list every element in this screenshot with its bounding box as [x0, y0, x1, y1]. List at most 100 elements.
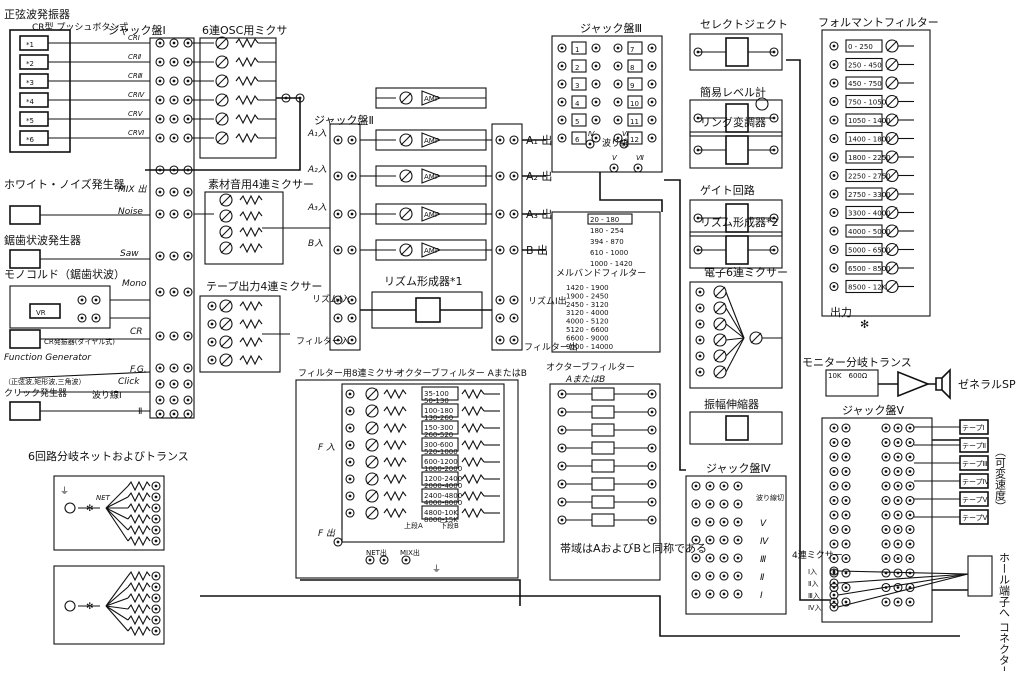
- jack-pin: [158, 41, 162, 45]
- octave-filter-box: [591, 513, 615, 527]
- jack: [829, 170, 839, 181]
- jack5-mixer-label: 4連ミクサー: [792, 549, 843, 561]
- resistor: [239, 210, 263, 222]
- jack5-panel: [821, 417, 933, 623]
- formant-band: 2250 - 2750: [848, 173, 891, 181]
- mono-title: モノコルド（鋸歯状波）: [4, 267, 125, 281]
- jack: [345, 457, 355, 467]
- jack: [719, 535, 729, 545]
- formant-box: [845, 76, 883, 90]
- jack: [841, 553, 851, 564]
- jack-pin: [172, 117, 176, 121]
- jack: [905, 553, 915, 564]
- resistor: [461, 405, 485, 417]
- jack: [333, 313, 343, 323]
- jack-pin: [560, 100, 564, 104]
- jack: [719, 571, 729, 581]
- jack: [91, 295, 101, 305]
- formant-band: 2750 - 3300: [848, 191, 891, 199]
- jack: [347, 171, 357, 181]
- jack4-row-label: Ⅲ: [760, 555, 766, 565]
- jack-pin: [154, 528, 158, 532]
- jack-pin: [896, 484, 900, 488]
- jack-pin: [908, 528, 912, 531]
- jack: [183, 409, 193, 419]
- jack-pin: [896, 470, 900, 473]
- branch-wire: [105, 605, 129, 621]
- melband-band2: 5120 - 6600: [566, 326, 609, 334]
- octave-band-a: 150-300: [424, 424, 453, 432]
- octave-band-box: [421, 471, 459, 486]
- jack-pin: [736, 592, 740, 596]
- jack-pin: [722, 574, 726, 578]
- pot-knob: [399, 133, 413, 147]
- jack-pin: [736, 502, 740, 506]
- jack-pin: [350, 212, 354, 216]
- jack: [647, 133, 657, 143]
- jack: [691, 553, 701, 563]
- formant-box: [845, 150, 883, 164]
- jack-pin: [908, 557, 912, 560]
- rhythm-out-label: リズムⅠ出: [528, 295, 567, 307]
- jack-pin: [908, 513, 912, 517]
- jack: [881, 524, 891, 535]
- speaker-icon: [928, 368, 951, 400]
- jack: [169, 395, 179, 405]
- jack2-input-label: A₂入: [307, 164, 327, 175]
- cr-gen-title: CR発振器(ダイヤル式): [44, 337, 115, 346]
- jack-pin: [832, 542, 836, 546]
- wave-shaper-port: Ⅱ: [138, 407, 142, 417]
- jack-pin: [694, 520, 698, 524]
- jack: [613, 43, 623, 53]
- jack3-box: [627, 95, 643, 109]
- jack3-left-label: 4: [575, 100, 580, 108]
- jack: [829, 59, 839, 70]
- jack: [733, 571, 743, 581]
- jack2-title: ジャック盤Ⅱ: [314, 114, 374, 127]
- jack3-box: [627, 59, 643, 73]
- jack-pin: [186, 254, 190, 258]
- jack-pin: [698, 354, 702, 358]
- jack: [905, 452, 915, 462]
- jack5-in-wire: [837, 573, 969, 596]
- jack: [905, 524, 915, 535]
- jack: [705, 535, 715, 545]
- jack-pin: [158, 98, 162, 102]
- jack-pin: [844, 571, 848, 575]
- jack-pin: [186, 117, 190, 121]
- jack: [609, 163, 619, 173]
- jack-pin: [832, 581, 836, 585]
- jack: [829, 524, 839, 535]
- lower-b-label: 下段B: [440, 521, 459, 530]
- jack: [829, 115, 839, 125]
- melband-band2: 9000 - 14000: [566, 343, 613, 351]
- jack-pin: [736, 538, 740, 542]
- branch-star-icon: ✻: [86, 602, 94, 612]
- mix6-wire: [725, 337, 745, 373]
- jack-pin: [844, 455, 848, 459]
- jack5-rows: [829, 423, 915, 607]
- branch-wire: [105, 485, 129, 509]
- jack-pin: [832, 155, 836, 159]
- resistor: [235, 75, 259, 87]
- jack: [719, 589, 729, 599]
- jack-pin: [512, 248, 516, 252]
- amp-label: AMP: [424, 247, 439, 255]
- jack: [829, 423, 839, 433]
- jack3-box: [627, 41, 643, 55]
- jack-pin: [350, 316, 354, 320]
- jack-pin: [896, 557, 900, 560]
- jack: [509, 313, 519, 323]
- jack: [829, 152, 839, 162]
- jack: [893, 553, 903, 564]
- jack-pin: [844, 557, 848, 560]
- formant-box: [845, 113, 883, 127]
- resistor: [235, 113, 259, 125]
- source-wires: [19, 214, 151, 412]
- resistor: [127, 535, 151, 547]
- pot-knob: [215, 112, 229, 126]
- jack-pin: [560, 428, 564, 432]
- jack4-row-label: Ⅱ: [760, 573, 765, 583]
- jack-pin: [350, 174, 354, 178]
